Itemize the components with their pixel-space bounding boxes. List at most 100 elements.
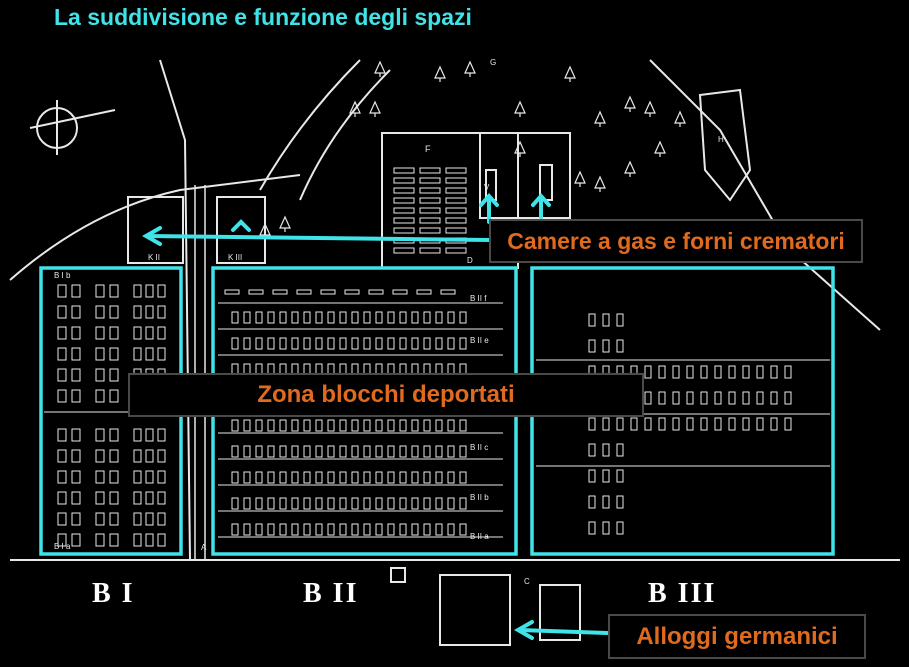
barrack: [133, 449, 142, 463]
barrack: [109, 368, 119, 382]
barrack: [95, 428, 105, 442]
barrack: [267, 471, 275, 484]
barrack: [375, 337, 383, 350]
arrow-up-icon: [479, 192, 499, 207]
barrack: [267, 311, 275, 324]
barrack: [95, 284, 105, 298]
arrow-up-icon: [231, 219, 251, 232]
barrack: [686, 417, 694, 431]
letter-v: V: [484, 183, 490, 192]
barrack: [57, 533, 67, 547]
barrack: [588, 469, 596, 483]
barrack: [291, 523, 299, 536]
barrack: [435, 523, 443, 536]
barrack: [248, 289, 264, 295]
barrack: [327, 419, 335, 432]
barrack: [95, 347, 105, 361]
tree-icon: [369, 100, 381, 117]
barrack: [255, 471, 263, 484]
sector-b2-label: B II: [303, 578, 359, 609]
barrack: [658, 365, 666, 379]
barrack: [291, 497, 299, 510]
barrack: [419, 227, 441, 234]
barrack: [255, 497, 263, 510]
tree-icon: [644, 100, 656, 117]
barrack: [109, 512, 119, 526]
small-building: [390, 567, 406, 583]
barrack: [231, 445, 239, 458]
barrack: [445, 217, 467, 224]
barrack: [71, 533, 81, 547]
barrack: [393, 217, 415, 224]
barrack: [315, 445, 323, 458]
barrack: [411, 311, 419, 324]
barrack: [756, 365, 764, 379]
barrack: [95, 512, 105, 526]
barrack: [459, 523, 467, 536]
barrack: [419, 207, 441, 214]
barrack: [315, 337, 323, 350]
barrack: [602, 495, 610, 509]
barrack: [387, 311, 395, 324]
letter-a: A: [201, 543, 207, 552]
barrack: [267, 497, 275, 510]
barrack: [351, 497, 359, 510]
barrack: [459, 419, 467, 432]
barrack: [445, 227, 467, 234]
barrack: [363, 419, 371, 432]
barrack: [351, 311, 359, 324]
barrack: [57, 284, 67, 298]
letter-h: H: [718, 135, 724, 144]
barrack: [756, 417, 764, 431]
sub-b2e-label: B II e: [470, 336, 489, 345]
barrack: [71, 428, 81, 442]
barrack: [315, 311, 323, 324]
krema-v-area: [479, 132, 571, 219]
barrack: [109, 428, 119, 442]
barrack: [616, 339, 624, 353]
barrack: [435, 419, 443, 432]
barrack: [770, 417, 778, 431]
barrack: [416, 289, 432, 295]
barrack: [267, 337, 275, 350]
barrack: [267, 523, 275, 536]
arrow-left-icon: [513, 620, 534, 640]
barrack: [157, 347, 166, 361]
barrack: [267, 419, 275, 432]
barrack: [109, 326, 119, 340]
barrack: [399, 497, 407, 510]
barrack: [57, 326, 67, 340]
barrack: [157, 512, 166, 526]
barrack: [291, 311, 299, 324]
barrack: [459, 311, 467, 324]
barrack: [291, 337, 299, 350]
barrack: [315, 419, 323, 432]
barrack: [445, 187, 467, 194]
barrack: [133, 470, 142, 484]
barrack: [133, 533, 142, 547]
barrack: [602, 521, 610, 535]
barrack: [157, 326, 166, 340]
road-curve-2: [299, 69, 391, 201]
road-east: [649, 59, 881, 331]
barrack: [588, 313, 596, 327]
barrack: [399, 337, 407, 350]
barrack: [351, 445, 359, 458]
barrack: [363, 337, 371, 350]
barrack: [363, 311, 371, 324]
barrack: [279, 311, 287, 324]
barrack: [459, 497, 467, 510]
barrack: [255, 523, 263, 536]
barrack: [243, 419, 251, 432]
barrack: [644, 417, 652, 431]
barrack: [756, 391, 764, 405]
barrack: [279, 523, 287, 536]
barrack: [57, 305, 67, 319]
barrack: [435, 445, 443, 458]
letter-f: F: [425, 144, 431, 154]
barrack: [644, 391, 652, 405]
tree-icon: [434, 65, 446, 82]
barrack: [133, 326, 142, 340]
barrack: [109, 305, 119, 319]
barrack: [145, 347, 154, 361]
